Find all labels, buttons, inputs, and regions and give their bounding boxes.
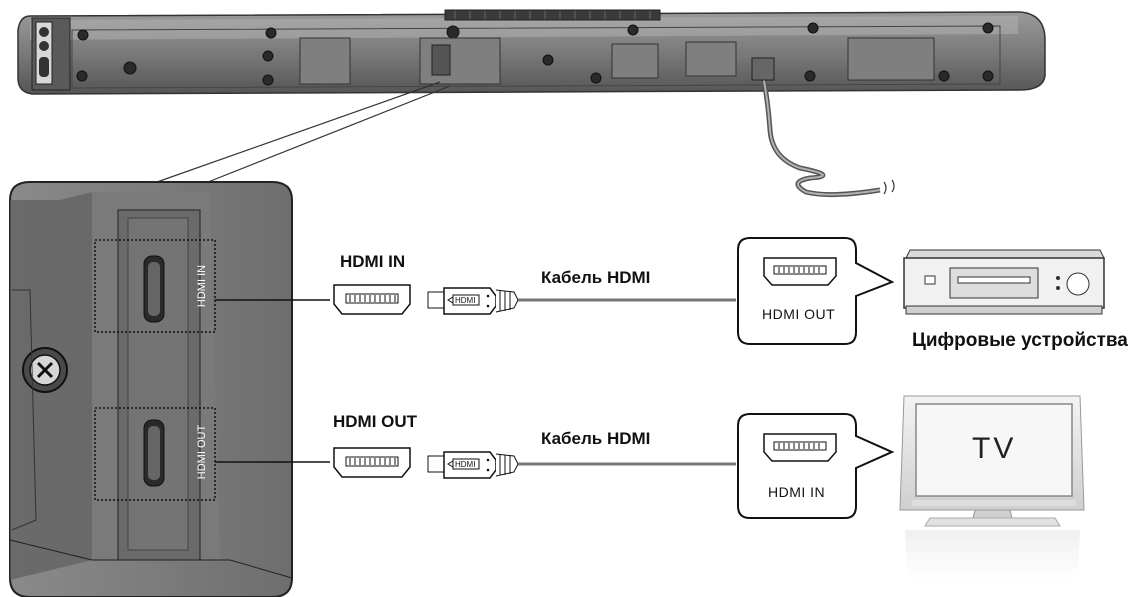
row2-device-port-label: HDMI IN	[768, 484, 826, 500]
zoom-port-out-label: HDMI OUT	[196, 424, 208, 480]
zoom-panel	[9, 181, 293, 597]
row1-port-label: HDMI IN	[340, 252, 406, 271]
tv-screen-text: TV	[972, 432, 1017, 465]
digital-devices-label: Цифровые устройства	[912, 330, 1128, 351]
row2-device-callout	[737, 413, 895, 519]
soundbar	[17, 9, 1046, 198]
row1-port	[333, 284, 411, 315]
row1-device-port-label: HDMI OUT	[762, 306, 836, 322]
row2-port	[333, 447, 411, 478]
row1-device-callout	[737, 237, 895, 345]
row2-cable-label: Кабель HDMI	[541, 429, 651, 448]
port-callout-lines	[215, 299, 330, 463]
row2-plug: HDMI	[427, 451, 519, 479]
row2-port-label: HDMI OUT	[333, 412, 418, 431]
row1-plug: HDMI	[427, 287, 519, 315]
digital-device	[903, 249, 1105, 315]
zoom-leader	[139, 81, 451, 189]
row1-cable-label: Кабель HDMI	[541, 268, 651, 287]
svg-text:HDMI: HDMI	[455, 296, 475, 305]
zoom-port-in-label: HDMI IN	[196, 264, 208, 308]
tv-illustration	[899, 395, 1085, 580]
svg-text:HDMI: HDMI	[455, 460, 475, 469]
